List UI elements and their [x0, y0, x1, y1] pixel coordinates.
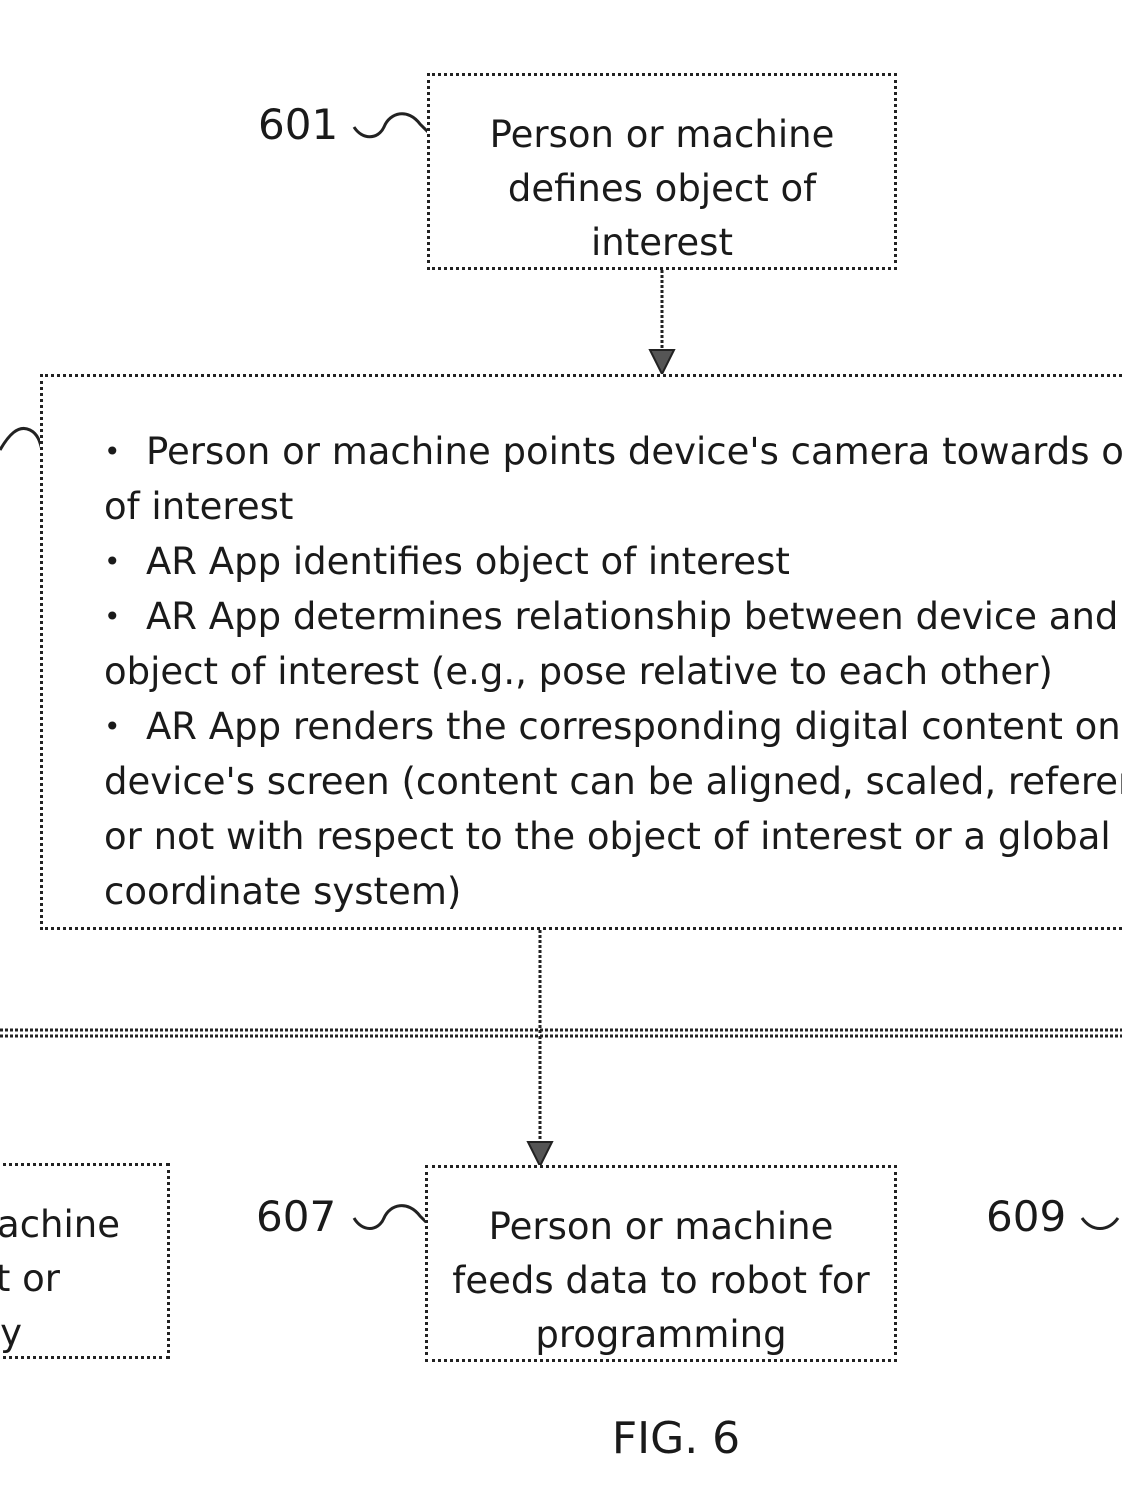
- step-603-bullet-1: •Person or machine points device's camer…: [104, 424, 1122, 534]
- step-605-box: [0, 1163, 170, 1359]
- bullet-dot-icon: •: [104, 600, 121, 633]
- step-603-bullet-2: • AR App identifies object of interest: [104, 534, 1122, 589]
- ref-squiggle-603: [0, 427, 44, 451]
- step-607-box: [425, 1165, 897, 1362]
- ref-squiggle-607: [352, 1204, 430, 1230]
- ref-squiggle-601: [352, 112, 430, 139]
- step-603-bullet-3-text: AR App determines relationship between d…: [104, 595, 1119, 693]
- bullet-dot-icon: •: [104, 545, 121, 578]
- step-603-bullet-4-text: AR App renders the corresponding digital…: [104, 705, 1122, 913]
- arrowhead-603: [648, 349, 676, 377]
- step-603-box: [40, 374, 1122, 930]
- step-607-text: Person or machine feeds data to robot fo…: [425, 1200, 897, 1362]
- step-603-bullet-1-text: Person or machine points device's camera…: [104, 430, 1122, 528]
- step-603-bullet-list: •Person or machine points device's camer…: [104, 424, 1122, 919]
- step-607-line-1: Person or machine: [488, 1205, 834, 1248]
- ref-number-607: 607: [256, 1192, 337, 1241]
- step-605-text: achine t or y: [0, 1198, 120, 1360]
- step-601-line-3: interest: [591, 221, 733, 264]
- step-603-bullet-4: •AR App renders the corresponding digita…: [104, 699, 1122, 919]
- step-605-line-2: t or: [0, 1257, 60, 1300]
- step-607-line-3: programming: [535, 1313, 787, 1356]
- step-601-box: [427, 73, 897, 270]
- step-605-line-3: y: [0, 1311, 22, 1354]
- step-601-line-2: defines object of: [507, 167, 817, 210]
- step-603-bullet-3: •AR App determines relationship between …: [104, 589, 1122, 699]
- step-605-line-1: achine: [0, 1203, 120, 1246]
- ref-squiggle-609: [1080, 1217, 1120, 1230]
- ref-number-609: 609: [986, 1192, 1067, 1241]
- step-601-line-1: Person or machine: [489, 113, 835, 156]
- bullet-dot-icon: •: [104, 435, 121, 468]
- step-607-line-2: feeds data to robot for: [452, 1259, 870, 1302]
- ref-number-601: 601: [258, 100, 339, 149]
- step-601-text: Person or machine defines object of inte…: [427, 108, 897, 270]
- figure-label: FIG. 6: [611, 1413, 741, 1464]
- bullet-dot-icon: •: [104, 710, 121, 743]
- step-603-bullet-2-text: AR App identifies object of interest: [146, 540, 790, 583]
- arrowhead-607: [526, 1141, 554, 1169]
